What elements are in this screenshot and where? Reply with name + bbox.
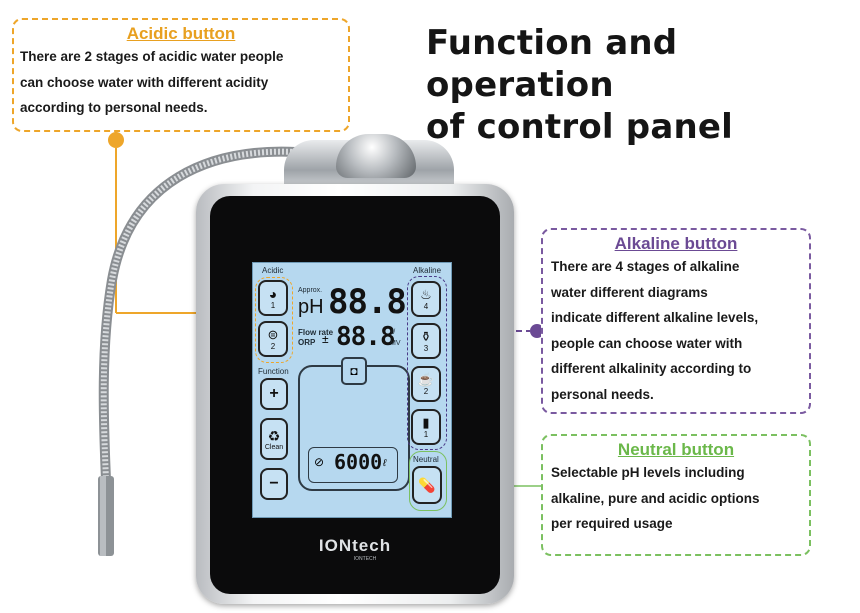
ph-label: pH	[298, 296, 324, 318]
alkaline-description: There are 4 stages of alkaline water dif…	[543, 254, 809, 407]
neutral-group	[409, 451, 447, 511]
glass-icon: ▮	[422, 414, 430, 430]
ph-value: 88.8	[328, 282, 407, 322]
acidic-label: Acidic	[262, 266, 284, 275]
acidic-description: There are 2 stages of acidic water peopl…	[14, 44, 348, 121]
acidic-level-2-button[interactable]: ⊜ 2	[258, 321, 288, 357]
neutral-description: Selectable pH levels including alkaline,…	[543, 460, 809, 537]
alkaline-group	[407, 276, 447, 450]
alkaline-callout: Alkaline button There are 4 stages of al…	[541, 228, 811, 414]
alkaline-level-3-button[interactable]: ⚱ 3	[411, 323, 441, 359]
brand-logo: IONtech	[318, 536, 392, 555]
neutral-button[interactable]: 💊	[412, 466, 442, 504]
alkaline-heading: Alkaline button	[614, 234, 738, 253]
acidic-line-2: can choose water with different acidity	[20, 74, 269, 90]
clean-label: Clean	[264, 443, 284, 451]
alkaline-level-3-label: 3	[423, 343, 429, 353]
alkaline-level-4-label: 4	[423, 301, 429, 311]
flexible-hose	[98, 146, 301, 556]
neutral-label: Neutral	[413, 455, 439, 464]
approx-label: Approx.	[298, 287, 323, 294]
orp-value: 88.8	[336, 322, 396, 352]
clean-button[interactable]: ♻ Clean	[260, 418, 288, 460]
alkaline-level-2-button[interactable]: ☕ 2	[411, 366, 441, 402]
alkaline-level-2-label: 2	[423, 386, 429, 396]
title-line-2: of control panel	[426, 107, 733, 147]
neutral-line-2: alkaline, pure and acidic options	[551, 490, 760, 506]
flow-unit: ℓ/	[391, 329, 396, 336]
alkaline-line-3: indicate different alkaline levels,	[551, 310, 759, 325]
neutral-line-3: per required usage	[551, 516, 673, 531]
title-line-1: Function and operation	[426, 23, 678, 105]
neutral-heading: Neutral button	[617, 440, 735, 459]
acidic-level-2-label: 2	[270, 341, 276, 351]
acidic-line-1: There are 2 stages of acidic water peopl…	[20, 49, 284, 64]
alkaline-line-1: There are 4 stages of alkaline	[551, 259, 740, 274]
spout-knob	[336, 134, 416, 178]
plus-minus-sign: ±	[322, 332, 329, 346]
acidic-level-1-button[interactable]: ◕ 1	[258, 280, 288, 316]
alkaline-level-4-button[interactable]: ♨ 4	[411, 281, 441, 317]
acidic-level-1-label: 1	[270, 300, 276, 310]
acidic-callout: Acidic button There are 2 stages of acid…	[12, 18, 350, 132]
orp-label: ORP	[298, 338, 316, 347]
filter-life-box	[308, 447, 398, 483]
alkaline-level-1-button[interactable]: ▮ 1	[411, 409, 441, 445]
minus-button[interactable]: −	[260, 468, 288, 500]
flow-rate-label: Flow rate	[298, 328, 334, 337]
alkaline-label: Alkaline	[413, 266, 442, 275]
filter-cartridge-icon: ◘	[341, 357, 367, 385]
function-label: Function	[258, 367, 289, 376]
alkaline-line-2: water different diagrams	[551, 284, 708, 300]
alkaline-level-1-label: 1	[423, 429, 429, 439]
pill-bottle-icon: 💊	[418, 476, 436, 493]
page-title: Function and operation of control panel	[426, 22, 846, 148]
plus-button[interactable]: +	[260, 378, 288, 410]
filter-small-icon: ⊘	[314, 455, 325, 469]
pot-icon: ♨	[420, 286, 432, 302]
neutral-callout: Neutral button Selectable pH levels incl…	[541, 434, 811, 556]
face-cream-icon: ◕	[268, 285, 278, 302]
filter-life-value: 6000	[334, 450, 383, 474]
alkaline-line-4: people can choose water with	[551, 335, 743, 351]
acidic-heading: Acidic button	[126, 24, 236, 43]
recycle-icon: ♻	[267, 427, 281, 444]
acidic-line-3: according to personal needs.	[20, 100, 208, 115]
dish-cutlery-icon: ⊜	[267, 326, 279, 342]
alkaline-line-6: personal needs.	[551, 386, 654, 402]
orp-unit: MV	[390, 340, 401, 347]
alkaline-line-5: different alkalinity according to	[551, 361, 752, 376]
acidic-group	[255, 277, 293, 363]
brand-subtitle: IONTECH	[353, 556, 377, 562]
kettle-icon: ⚱	[420, 328, 432, 344]
cup-icon: ☕	[417, 371, 435, 387]
neutral-line-1: Selectable pH levels including	[551, 465, 745, 480]
filter-life-unit: ℓ	[383, 458, 387, 469]
